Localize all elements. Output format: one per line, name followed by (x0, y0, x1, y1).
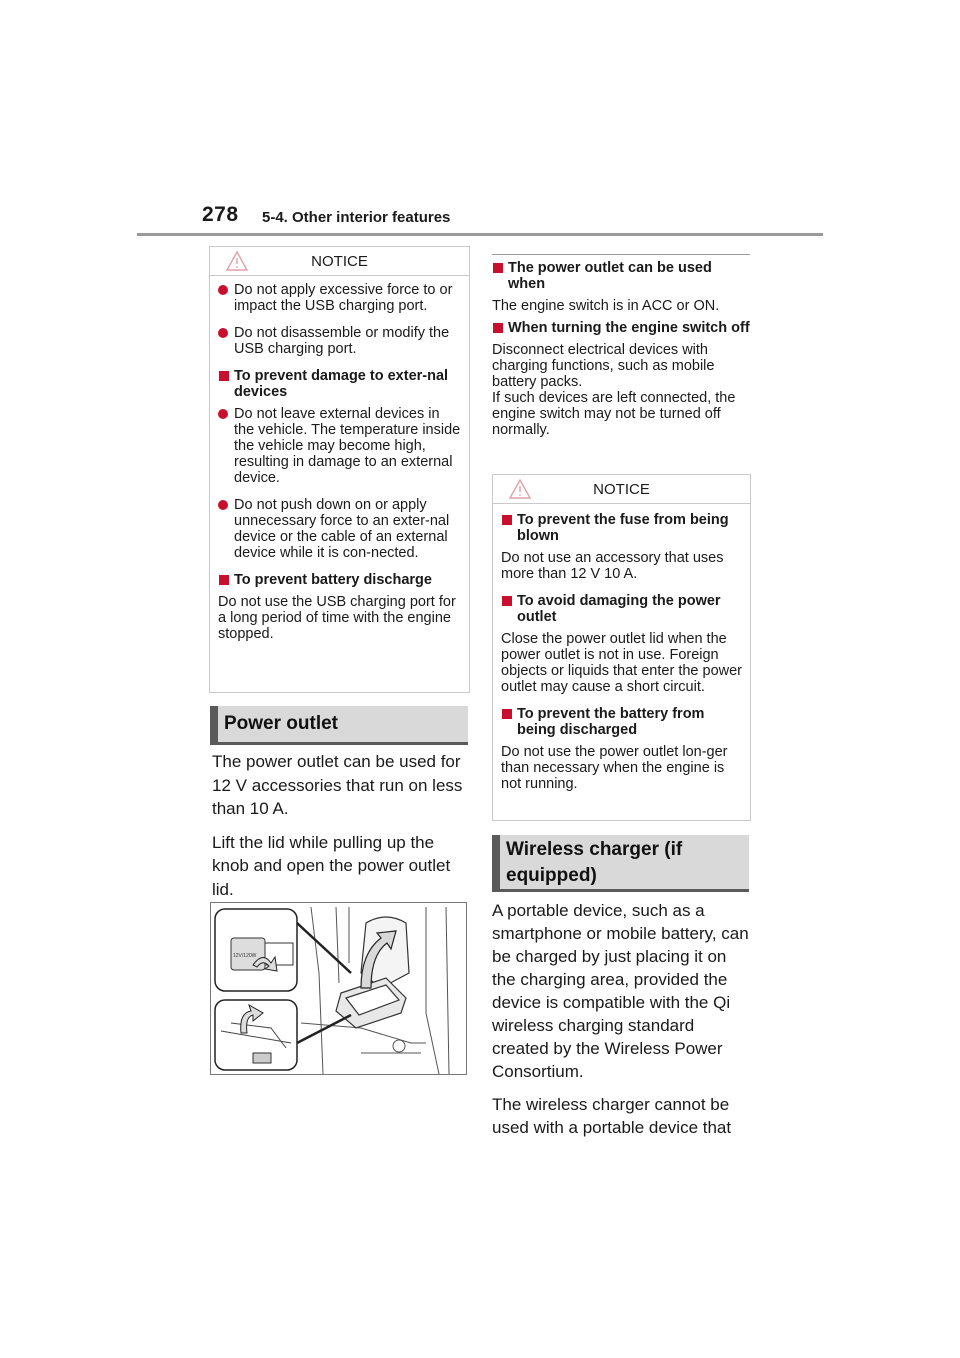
bullet-text: Do not push down on or apply unnecessary… (234, 497, 450, 561)
square-bullet-icon (219, 575, 229, 585)
subheading-text: To prevent the fuse from being blown (517, 512, 729, 544)
square-bullet-icon (502, 515, 512, 525)
subheading-text: To prevent the battery from being discha… (517, 706, 705, 738)
list-item: Do not leave external devices in the veh… (218, 406, 461, 486)
paragraph: If such devices are left connected, the … (492, 390, 736, 438)
page-number: 278 (202, 203, 239, 226)
subheading: To prevent damage to exter-nal devices (218, 368, 461, 400)
inset-outlet-closeup: 12V/120W (214, 908, 298, 992)
list-item: Do not disassemble or modify the USB cha… (218, 325, 461, 357)
notice-body: Do not apply excessive force to or impac… (210, 276, 469, 661)
wireless-charger-body: A portable device, such as a smartphone … (492, 899, 750, 1149)
inset-knob-closeup (214, 999, 298, 1071)
warning-triangle-icon (226, 251, 248, 271)
subheading-text: When turning the engine switch off (508, 320, 750, 336)
notice-title: NOTICE (593, 480, 650, 498)
subheading: To prevent battery discharge (218, 572, 461, 588)
subheading: To prevent the battery from being discha… (501, 706, 742, 738)
section-header: 5-4. Other interior features (262, 209, 451, 226)
header-rule (137, 233, 823, 236)
square-bullet-icon (493, 263, 503, 273)
paragraph: The power outlet can be used for 12 V ac… (212, 752, 463, 818)
bullet-text: Do not leave external devices in the veh… (234, 406, 461, 486)
paragraph: The engine switch is in ACC or ON. (492, 298, 720, 314)
subheading-text: To prevent damage to exter-nal devices (234, 368, 449, 400)
notice-header: NOTICE (210, 247, 469, 276)
subheading: To prevent the fuse from being blown (501, 512, 742, 544)
bullet-dot-icon (218, 409, 228, 419)
bullet-text: Do not disassemble or modify the USB cha… (234, 325, 450, 357)
square-bullet-icon (219, 371, 229, 381)
square-bullet-icon (502, 709, 512, 719)
subheading: When turning the engine switch off (492, 320, 750, 336)
notice-text: Close the power outlet lid when the powe… (501, 631, 742, 695)
notice-text: Do not use the power outlet lon-ger than… (501, 744, 728, 792)
bullet-dot-icon (218, 285, 228, 295)
subheading-text: To avoid damaging the power outlet (517, 593, 721, 625)
subheading: The power outlet can be used when (492, 260, 750, 292)
paragraph: A portable device, such as a smartphone … (492, 901, 749, 1081)
paragraph: Lift the lid while pulling up the knob a… (212, 832, 451, 899)
subheading: To avoid damaging the power outlet (501, 593, 742, 625)
list-item: Do not push down on or apply unnecessary… (218, 497, 461, 561)
heading-wireless-charger: Wireless charger (if equipped) (492, 835, 749, 892)
heading-power-outlet: Power outlet (210, 706, 468, 745)
notice-box-power-outlet: NOTICE To prevent the fuse from being bl… (492, 474, 751, 821)
outlet-label: 12V/120W (233, 953, 257, 959)
paragraph: Disconnect electrical devices with charg… (492, 342, 715, 390)
heading-text: Power outlet (224, 713, 339, 734)
outlet-drawing: 12V/120W (214, 906, 450, 1075)
right-column-rule (492, 254, 750, 255)
power-outlet-illustration: 12V/120W (210, 902, 467, 1075)
notice-text: Do not use the USB charging port for a l… (218, 594, 456, 642)
square-bullet-icon (502, 596, 512, 606)
list-item: Do not apply excessive force to or impac… (218, 282, 461, 314)
warning-triangle-icon (509, 479, 531, 499)
notice-header: NOTICE (493, 475, 750, 504)
bullet-dot-icon (218, 328, 228, 338)
bullet-text: Do not apply excessive force to or impac… (234, 282, 453, 314)
arrow-up-icon (360, 930, 397, 989)
heading-text: Wireless charger (if equipped) (506, 839, 683, 886)
notice-text: Do not use an accessory that uses more t… (501, 550, 724, 582)
notice-body: To prevent the fuse from being blown Do … (493, 504, 750, 811)
subheading-text: The power outlet can be used when (508, 260, 712, 292)
subheading-text: To prevent battery discharge (234, 572, 432, 588)
power-outlet-body: The power outlet can be used for 12 V ac… (212, 750, 468, 911)
right-column: The power outlet can be used when The en… (492, 254, 750, 444)
square-bullet-icon (493, 323, 503, 333)
paragraph: The wireless charger cannot be used with… (492, 1095, 732, 1137)
bullet-dot-icon (218, 500, 228, 510)
notice-title: NOTICE (311, 252, 368, 270)
notice-box-usb: NOTICE Do not apply excessive force to o… (209, 246, 470, 693)
